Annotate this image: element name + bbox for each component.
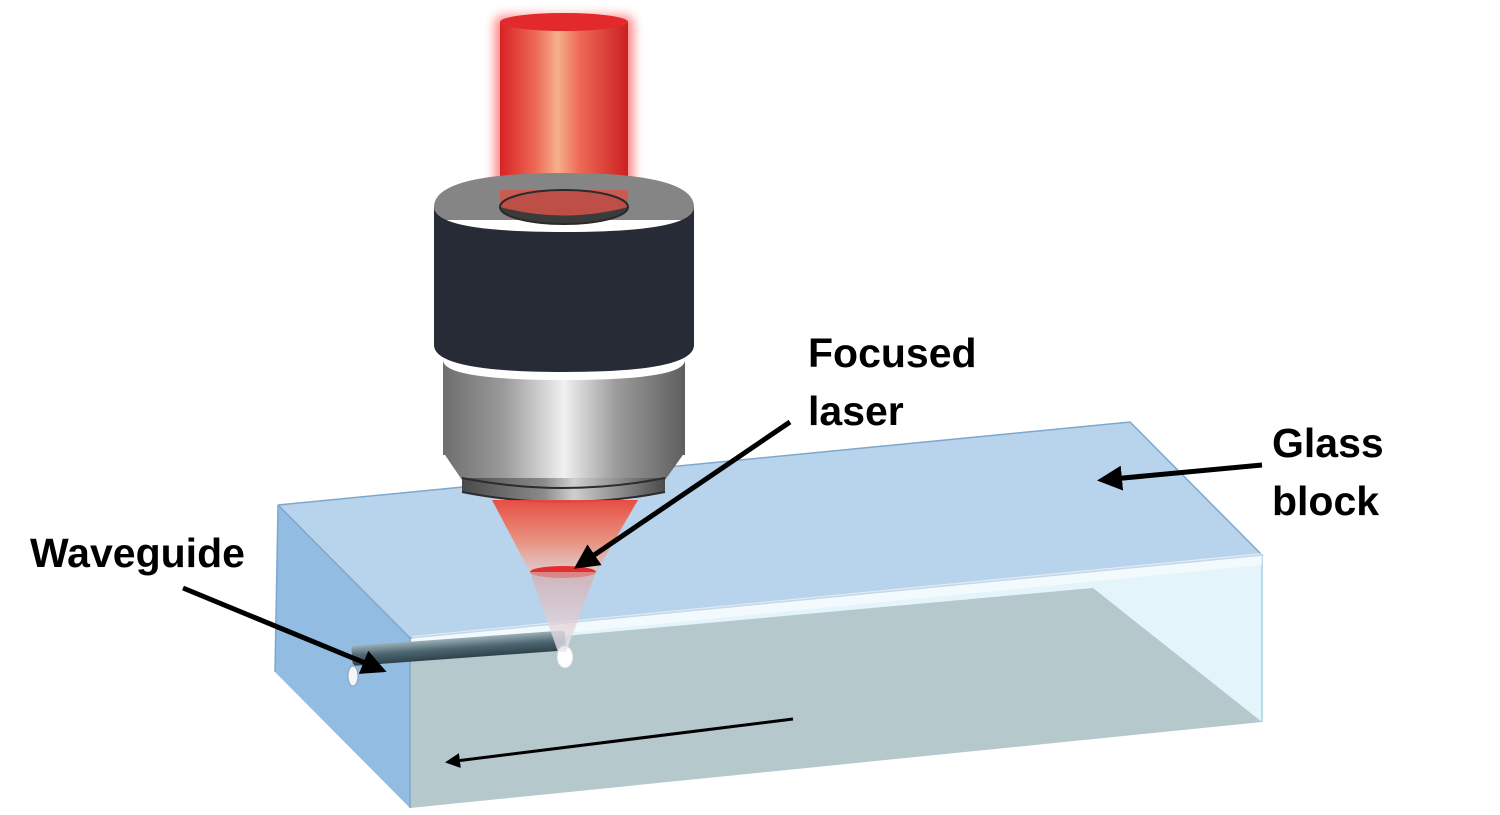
waveguide-rod: [351, 630, 566, 666]
glass-block-floor-shadow: [410, 588, 1262, 808]
glass-block: [274, 421, 1264, 808]
laser-beam-body: [500, 22, 628, 202]
laser-cone-lower: [530, 572, 596, 652]
waveguide-label: Waveguide: [30, 524, 245, 582]
glass-block-arrow: [1097, 462, 1263, 491]
focused-laser-arrow: [573, 419, 792, 569]
glass-block-side-face: [275, 505, 410, 808]
objective-tip: [462, 478, 665, 502]
focused-laser-label: Focused laser: [808, 324, 977, 440]
waveguide-arrow: [182, 585, 387, 674]
glass-block-top-face: [278, 422, 1262, 638]
translation-direction-arrow: [445, 717, 794, 768]
glass-block-label: Glass block: [1272, 414, 1384, 530]
waveguide-end-face: [347, 665, 359, 687]
laser-beam: [494, 13, 634, 205]
glass-block-label-line1: Glass: [1272, 420, 1384, 466]
waveguide: [347, 630, 574, 687]
objective-lens: [434, 173, 694, 503]
annotation-arrows: [182, 419, 1263, 768]
glass-block-label-line2: block: [1272, 478, 1380, 524]
objective-barrel: [443, 360, 685, 455]
objective-housing: [434, 207, 694, 372]
laser-beam-top: [500, 13, 628, 31]
objective-taper: [443, 452, 685, 480]
focused-laser-label-line2: laser: [808, 388, 904, 434]
waveguide-label-text: Waveguide: [30, 530, 245, 576]
focused-laser-label-line1: Focused: [808, 330, 977, 376]
